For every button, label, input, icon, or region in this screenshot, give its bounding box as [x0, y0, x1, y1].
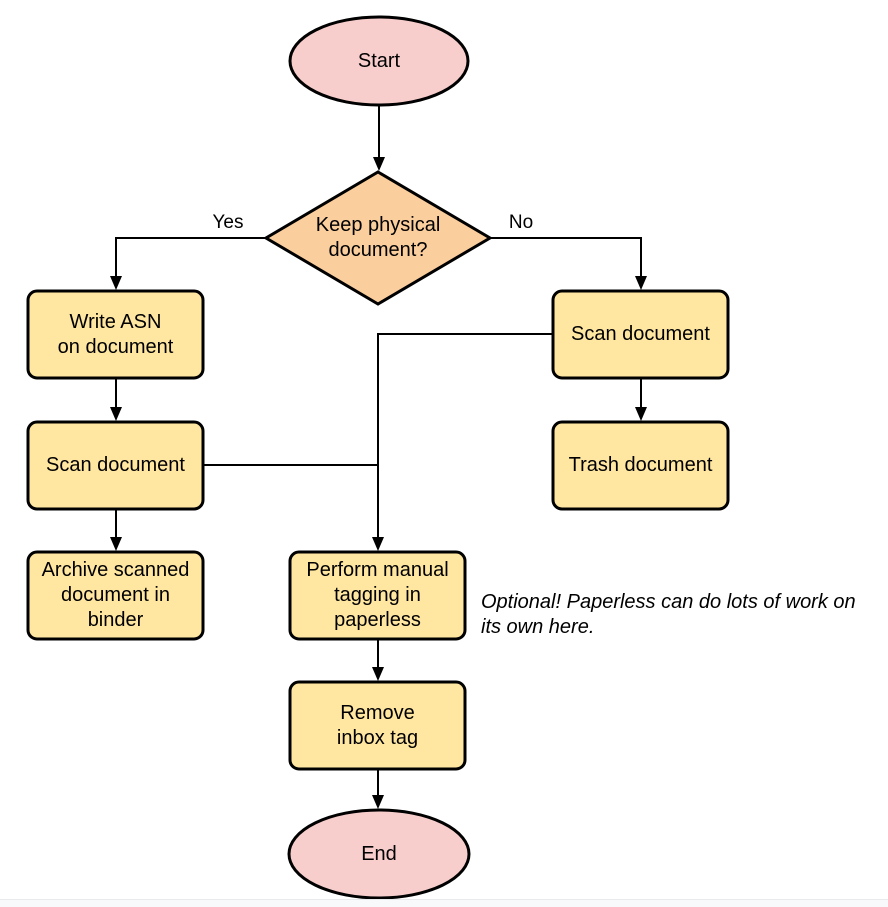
scan-right-process-shape	[551, 289, 730, 380]
bottom-strip	[0, 899, 888, 907]
node-decision-label: Keep physical document?	[315, 214, 441, 261]
end-terminator-shape	[287, 808, 471, 900]
edge-decision-yes-to-write-asn	[110, 237, 266, 290]
trash-process-shape	[551, 420, 730, 511]
node-trash-label: Trash document	[568, 454, 713, 476]
node-tagging-label: Perform manual tagging in paperless	[306, 559, 449, 631]
node-end-label: End	[361, 842, 397, 865]
edge-decision-no-to-scan-right	[490, 237, 647, 290]
node-scan-document-right-label: Scan document	[571, 323, 710, 345]
decision-diamond-shape	[263, 170, 493, 306]
node-scan-document-left-label: Scan document	[46, 454, 185, 476]
edge-label-no: No	[508, 211, 534, 233]
archive-process-shape	[26, 550, 205, 641]
edge-scan-right-to-tagging	[372, 333, 553, 551]
start-terminator-shape	[288, 15, 470, 107]
edge-label-yes: Yes	[212, 211, 244, 233]
write-asn-process-shape	[26, 289, 205, 380]
node-archive-label: Archive scanned document in binder	[41, 559, 190, 631]
node-write-asn-label: Write ASN on document	[57, 310, 174, 358]
node-start-label: Start	[357, 49, 401, 72]
optional-annotation: Optional! Paperless can do lots of work …	[481, 591, 856, 638]
node-remove-inbox-label: Remove inbox tag	[336, 701, 419, 749]
scan-left-process-shape	[26, 420, 205, 511]
remove-inbox-process-shape	[288, 680, 467, 771]
tagging-process-shape	[288, 550, 467, 641]
